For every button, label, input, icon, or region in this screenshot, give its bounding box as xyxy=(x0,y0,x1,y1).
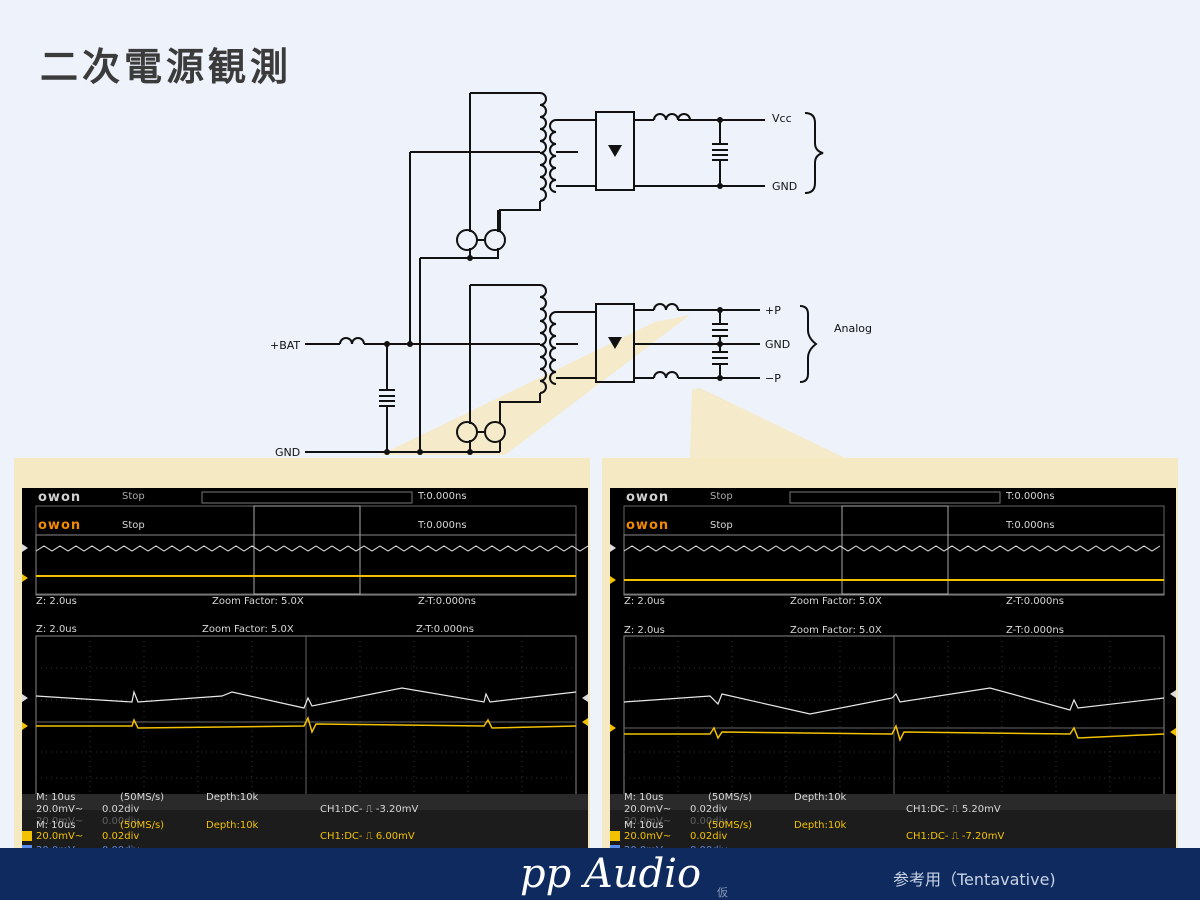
scope-left-back-timebase: M: 10us xyxy=(36,792,76,803)
scope-right-front-logo: owon xyxy=(626,518,670,533)
scope-left-back-ch2-pos: 0.00div xyxy=(102,816,140,827)
label-gnd-top: GND xyxy=(772,180,797,193)
scope-left-back-trigger-time: T:0.000ns xyxy=(418,491,467,502)
scope-right-back-status: Stop xyxy=(710,491,733,502)
scope-right-back-ch1-pos: 0.02div xyxy=(690,804,728,815)
scope-left-front-zoom-factor: Zoom Factor: 5.0X xyxy=(202,624,294,635)
oscilloscope-left: owon Stop T:0.000ns Z: 2.0us Zoom Factor… xyxy=(22,488,588,858)
scope-left-back-zoom-z: Z: 2.0us xyxy=(36,596,77,607)
scope-right-back-ch1-scale: 20.0mV~ xyxy=(624,804,672,815)
scope-right-front-zoom-z: Z: 2.0us xyxy=(624,625,665,636)
scope-right-back-timebase: M: 10us xyxy=(624,792,664,803)
label-analog: Analog xyxy=(834,322,872,335)
beam-left xyxy=(380,315,690,455)
scope-left-back-ch1-scale: 20.0mV~ xyxy=(36,804,84,815)
scope-right-front-status: Stop xyxy=(710,520,733,531)
scope-left-front-trigger-time: T:0.000ns xyxy=(418,520,467,531)
scope-left-back-zoom-factor: Zoom Factor: 5.0X xyxy=(212,596,304,607)
scope-left-front-zoom-zt: Z-T:0.000ns xyxy=(416,624,474,635)
scope-right-front-ch1-pos: 0.02div xyxy=(690,831,728,842)
scope-left-front-timebase: M: 10us xyxy=(36,820,76,831)
label-p-plus: +P xyxy=(765,304,781,317)
label-gnd-input: GND xyxy=(275,446,300,459)
label-gnd-mid: GND xyxy=(765,338,790,351)
brand-logo: pp Audio xyxy=(520,851,702,897)
scope-left-back-depth: Depth:10k xyxy=(206,792,259,803)
scope-right-back-logo: owon xyxy=(626,490,670,505)
scope-right-back-zoom-factor: Zoom Factor: 5.0X xyxy=(790,596,882,607)
scope-right-back-zoom-zt: Z-T:0.000ns xyxy=(1006,596,1064,607)
scope-left-front-zoom-z: Z: 2.0us xyxy=(36,624,77,635)
scope-left-front-ch1-scale: 20.0mV~ xyxy=(36,831,84,842)
scope-left-back-logo: owon xyxy=(38,490,82,505)
scope-right-back-ch2-pos: 0.00div xyxy=(690,816,728,827)
scope-right-back-zoom-z: Z: 2.0us xyxy=(624,596,665,607)
scope-right-back-trigger: CH1:DC- ⎍ 5.20mV xyxy=(906,804,1001,815)
scope-left-front-status: Stop xyxy=(122,520,145,531)
scope-left-back-trigger: CH1:DC- ⎍ -3.20mV xyxy=(320,804,419,815)
scope-left-front-logo: owon xyxy=(38,518,82,533)
scope-right-front-trigger-time: T:0.000ns xyxy=(1006,520,1055,531)
scope-left-back-status: Stop xyxy=(122,491,145,502)
footnote: 参考用（Tentavative) xyxy=(893,870,1056,889)
label-bat: +BAT xyxy=(270,339,300,352)
oscilloscope-right: owon Stop T:0.000ns Z: 2.0us Zoom Factor… xyxy=(610,488,1176,858)
scope-right-front-depth: Depth:10k xyxy=(794,820,847,831)
scope-left-back-ch2-scale: 20.0mV~ xyxy=(36,816,84,827)
beam-right xyxy=(690,388,845,458)
scope-right-back-ch2-scale: 20.0mV~ xyxy=(624,816,672,827)
scope-right-front-trigger: CH1:DC- ⎍ -7.20mV xyxy=(906,831,1005,842)
scope-left-back-ch1-pos: 0.02div xyxy=(102,804,140,815)
scope-left-back-sample-rate: (50MS/s) xyxy=(120,792,165,803)
scope-right-back-sample-rate: (50MS/s) xyxy=(708,792,753,803)
scope-left-front-sample-rate: (50MS/s) xyxy=(120,820,165,831)
scope-left-front-ch1-pos: 0.02div xyxy=(102,831,140,842)
scope-right-front-sample-rate: (50MS/s) xyxy=(708,820,753,831)
scope-left-front-trigger: CH1:DC- ⎍ 6.00mV xyxy=(320,831,415,842)
scope-right-back-trigger-time: T:0.000ns xyxy=(1006,491,1055,502)
scope-left-back-zoom-zt: Z-T:0.000ns xyxy=(418,596,476,607)
slide-title: 二次電源観測 xyxy=(40,45,293,89)
footer-bar xyxy=(0,848,1200,900)
power-supply-schematic: Vcc GND +P GND −P Analog +BAT GND xyxy=(270,92,872,459)
label-p-minus: −P xyxy=(765,372,781,385)
label-vcc: Vcc xyxy=(772,112,792,125)
scope-left-front-depth: Depth:10k xyxy=(206,820,259,831)
scope-left-graphics xyxy=(22,488,588,858)
scope-right-front-zoom-zt: Z-T:0.000ns xyxy=(1006,625,1064,636)
scope-right-front-timebase: M: 10us xyxy=(624,820,664,831)
brand-mark: 仮 xyxy=(717,886,728,899)
scope-right-front-zoom-factor: Zoom Factor: 5.0X xyxy=(790,625,882,636)
scope-right-graphics xyxy=(610,488,1176,858)
scope-right-front-ch1-scale: 20.0mV~ xyxy=(624,831,672,842)
scope-right-back-depth: Depth:10k xyxy=(794,792,847,803)
